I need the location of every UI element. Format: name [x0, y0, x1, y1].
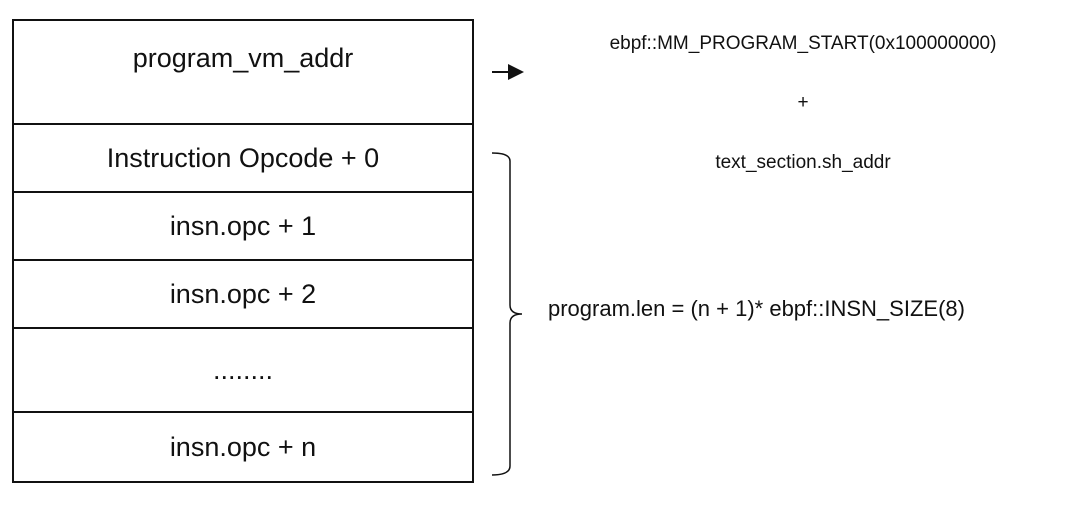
opcode-row-2: insn.opc + 2 [12, 261, 474, 329]
opcode-row-label: insn.opc + 1 [169, 210, 317, 241]
program-vm-addr-cell: program_vm_addr [12, 19, 474, 125]
opcode-row-0: Instruction Opcode + 0 [12, 125, 474, 193]
ellipsis-label: ........ [212, 354, 273, 385]
opcode-row-1: insn.opc + 1 [12, 193, 474, 261]
opcode-row-label: insn.opc + 2 [169, 278, 317, 309]
opcode-row-n: insn.opc + n [12, 413, 474, 483]
memory-stack: program_vm_addr Instruction Opcode + 0 i… [12, 19, 474, 483]
program-vm-addr-label: program_vm_addr [132, 43, 354, 73]
plus-sign: + [797, 92, 809, 113]
curly-brace-icon [491, 152, 523, 476]
ellipsis-row: ........ [12, 329, 474, 413]
opcode-row-label: Instruction Opcode + 0 [106, 142, 380, 173]
arrow-icon [492, 64, 524, 80]
opcode-row-label: insn.opc + n [169, 431, 317, 462]
mm-program-start-label: ebpf::MM_PROGRAM_START(0x100000000) [609, 33, 997, 54]
program-len-formula: program.len = (n + 1)* ebpf::INSN_SIZE(8… [548, 296, 965, 321]
text-section-addr-label: text_section.sh_addr [715, 152, 891, 173]
